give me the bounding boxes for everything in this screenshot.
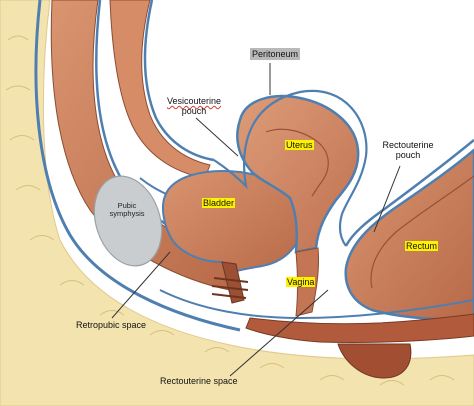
peritoneum-label: Peritoneum bbox=[250, 48, 301, 61]
peritoneum-over-uterus bbox=[213, 89, 368, 247]
rectum-label: Rectum bbox=[405, 241, 439, 252]
bladder-label: Bladder bbox=[202, 198, 236, 209]
uterine-cavity bbox=[265, 128, 329, 197]
pointer-retropubic-space bbox=[111, 251, 171, 319]
rectum-shape bbox=[344, 148, 474, 322]
urethral-sphincter bbox=[211, 277, 249, 299]
bladder-shape bbox=[161, 170, 304, 274]
retropubic-space-label: Retropubic space bbox=[76, 320, 147, 330]
pointer-rectouterine-pouch bbox=[373, 165, 401, 233]
rectouterine-pouch-label-line1: Rectouterine bbox=[382, 140, 434, 150]
pointer-rectouterine-space bbox=[229, 289, 329, 377]
pelvic-fascia-line bbox=[159, 289, 474, 320]
pubic-symphysis-label-line1: Pubic bbox=[117, 201, 137, 210]
pubic-symphysis-bone bbox=[93, 175, 163, 267]
rectouterine-space-label: Rectouterine space bbox=[160, 376, 238, 386]
uterus-label: Uterus bbox=[285, 140, 314, 151]
pointer-vesicouterine-pouch bbox=[195, 117, 239, 157]
peritoneal-line-bladder bbox=[139, 177, 167, 195]
pelvic-floor-muscle bbox=[245, 313, 474, 344]
rectouterine-pouch-label: Rectouterine pouch bbox=[374, 140, 442, 160]
upper-abdominal-organs bbox=[109, 0, 211, 179]
peritoneal-line-rectouterine bbox=[344, 139, 474, 247]
vesicouterine-label-line2: pouch bbox=[181, 106, 207, 117]
uterus-shape bbox=[236, 94, 360, 254]
vagina-label: Vagina bbox=[286, 277, 316, 288]
anal-canal bbox=[337, 343, 412, 379]
fascia-line-outer bbox=[34, 0, 241, 332]
rectouterine-pouch-label-line2: pouch bbox=[395, 150, 421, 161]
urethra bbox=[221, 261, 245, 304]
pubic-symphysis-label: Pubic symphysis bbox=[104, 201, 150, 219]
fat-lobules bbox=[5, 35, 455, 386]
peritoneal-line-upper bbox=[143, 0, 215, 162]
vesicouterine-pouch-label: Vesicouterine pouch bbox=[156, 96, 232, 116]
rectum-inner-wall bbox=[370, 175, 474, 289]
pubic-symphysis-label-line2: symphysis bbox=[109, 209, 145, 219]
vesicouterine-label-line1: Vesicouterine bbox=[166, 96, 222, 106]
